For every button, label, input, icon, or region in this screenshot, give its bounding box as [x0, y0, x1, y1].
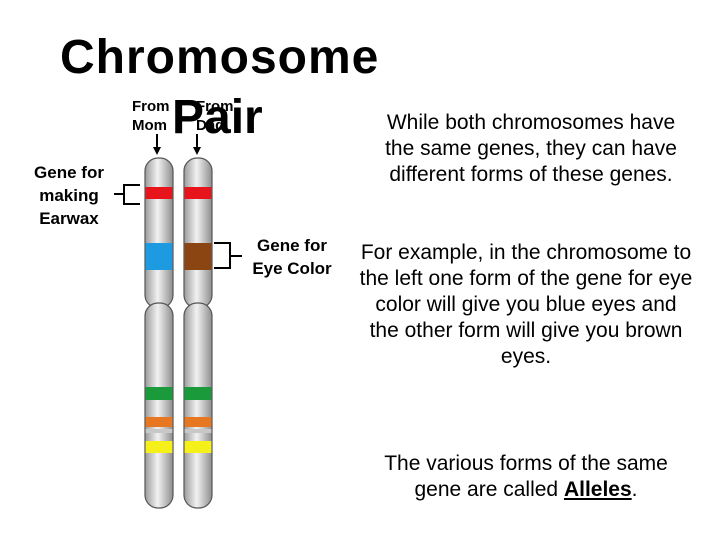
earwax-bracket	[114, 184, 140, 205]
example-paragraph: For example, in the chromosome to the le…	[359, 241, 693, 368]
alleles-period: .	[631, 478, 638, 501]
mom-eye-color-band	[145, 243, 173, 270]
chromosome-dad	[183, 157, 213, 509]
dad-orange-band	[184, 417, 212, 427]
title-line-2: Pair	[172, 91, 263, 144]
gene-label-eye-color: Gene for Eye Color	[252, 236, 332, 278]
source-label-mom: From Mom	[132, 98, 170, 134]
mom-earwax-band	[145, 187, 173, 199]
mom-yellow-band	[145, 441, 173, 453]
explanation-paragraph-1: While both chromosomes have the same gen…	[385, 111, 677, 186]
chromosome-mom	[144, 157, 174, 509]
dad-green-band	[184, 387, 212, 400]
source-label-dad: From Dad	[196, 98, 234, 134]
alleles-sentence: The various forms of the same gene are c…	[384, 452, 668, 501]
dad-yellow-band	[184, 441, 212, 453]
title-line-1: Chromosome	[60, 31, 380, 84]
gene-label-earwax: Gene for making Earwax	[34, 163, 104, 228]
mom-green-band	[145, 387, 173, 400]
dad-eye-color-band	[184, 243, 212, 270]
dad-earwax-band	[184, 187, 212, 199]
alleles-paragraph: The various forms of the same gene are c…	[358, 451, 694, 503]
eye-color-bracket	[214, 242, 242, 269]
alleles-term: Alleles	[563, 478, 632, 501]
mom-orange-band	[145, 417, 173, 427]
